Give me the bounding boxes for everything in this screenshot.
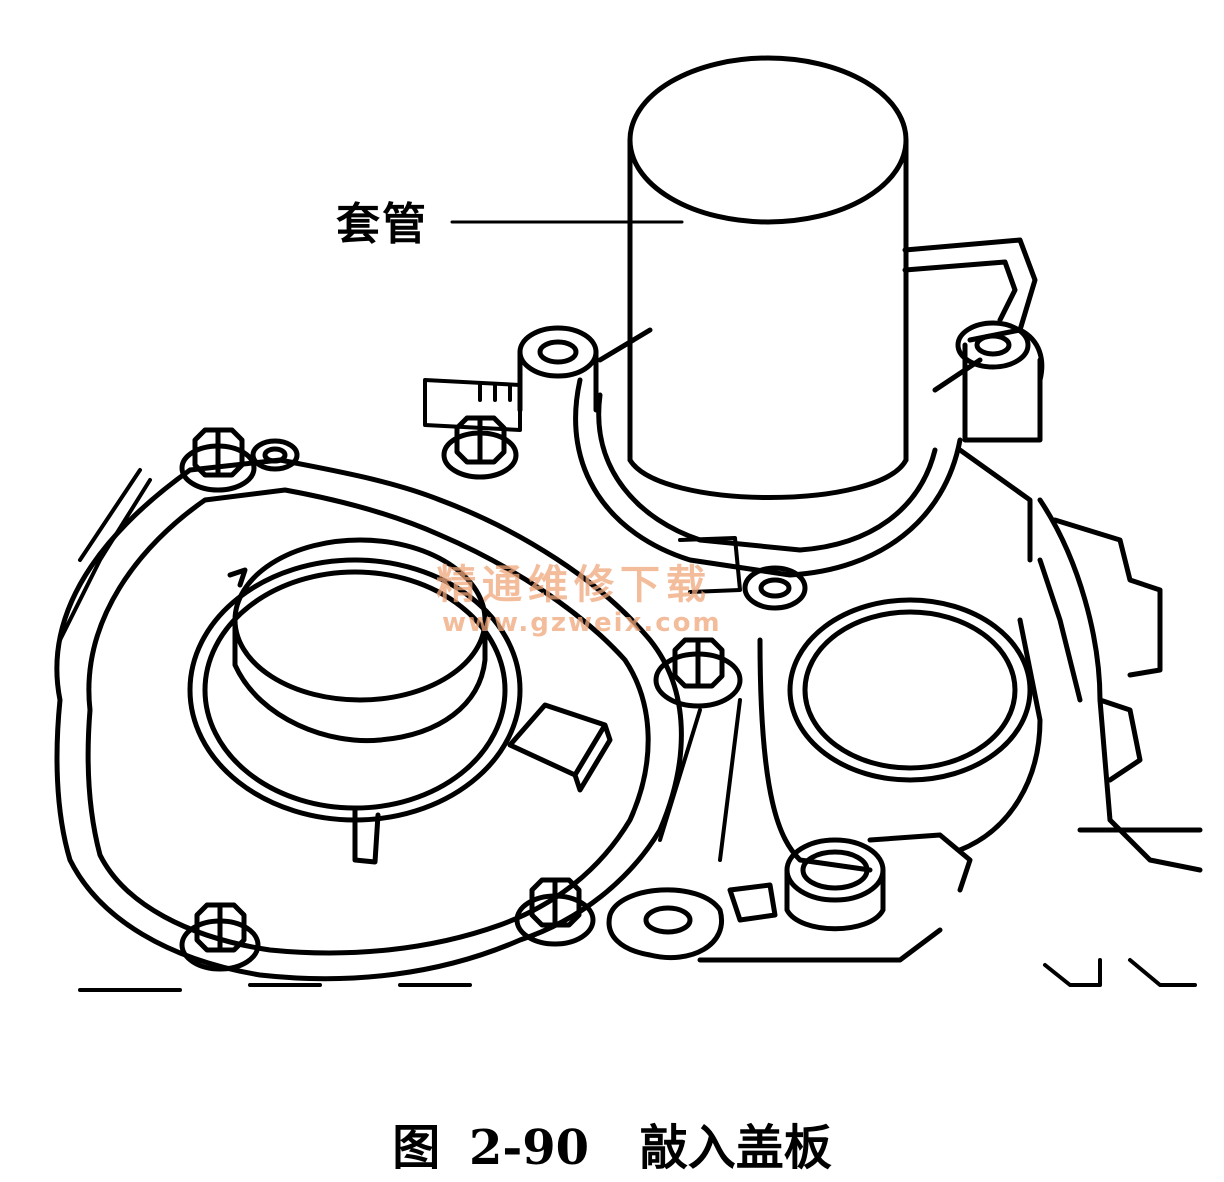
figure-caption: 图 2-90 敲入盖板 bbox=[0, 1108, 1224, 1178]
caption-prefix: 图 bbox=[392, 1120, 441, 1176]
right-casing-edge bbox=[1037, 497, 1203, 873]
sleeve-callout-label: 套管 bbox=[336, 199, 428, 250]
boss-top-left bbox=[517, 325, 599, 413]
watermark-url: www.gzweix.com bbox=[442, 608, 722, 638]
caption-title: 敲入盖板 bbox=[639, 1120, 832, 1176]
lower-flange bbox=[606, 882, 943, 963]
watermark-name: 精通维修下载 bbox=[436, 562, 712, 608]
boss-left-ear bbox=[250, 438, 300, 472]
casting-details bbox=[58, 378, 1197, 992]
left-bearing-cover bbox=[187, 537, 523, 865]
bolt-center bbox=[653, 637, 743, 709]
cover-tab bbox=[507, 702, 613, 793]
central-housing bbox=[573, 237, 1045, 578]
lower-fitting bbox=[784, 832, 973, 932]
caption-number: 2-90 bbox=[468, 1120, 590, 1176]
bolt-top-mid bbox=[441, 415, 519, 480]
watermark: 精通维修下载 www.gzweix.com bbox=[436, 552, 722, 638]
bolt-bottom-left bbox=[179, 902, 261, 972]
bolt-bottom-mid bbox=[514, 877, 596, 947]
right-bearing-bore bbox=[757, 597, 1043, 873]
boss-center bbox=[742, 565, 808, 611]
boss-top-right bbox=[955, 320, 1031, 370]
sleeve-tool bbox=[627, 55, 909, 500]
bolt-top-left bbox=[179, 427, 257, 493]
